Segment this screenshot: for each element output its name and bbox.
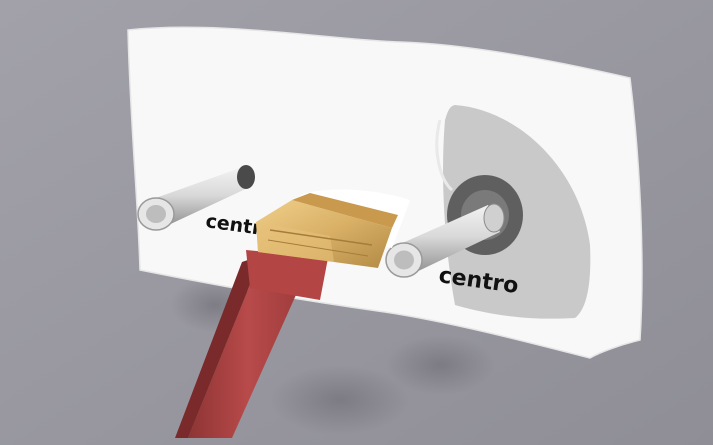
brush-shadow	[270, 365, 410, 435]
